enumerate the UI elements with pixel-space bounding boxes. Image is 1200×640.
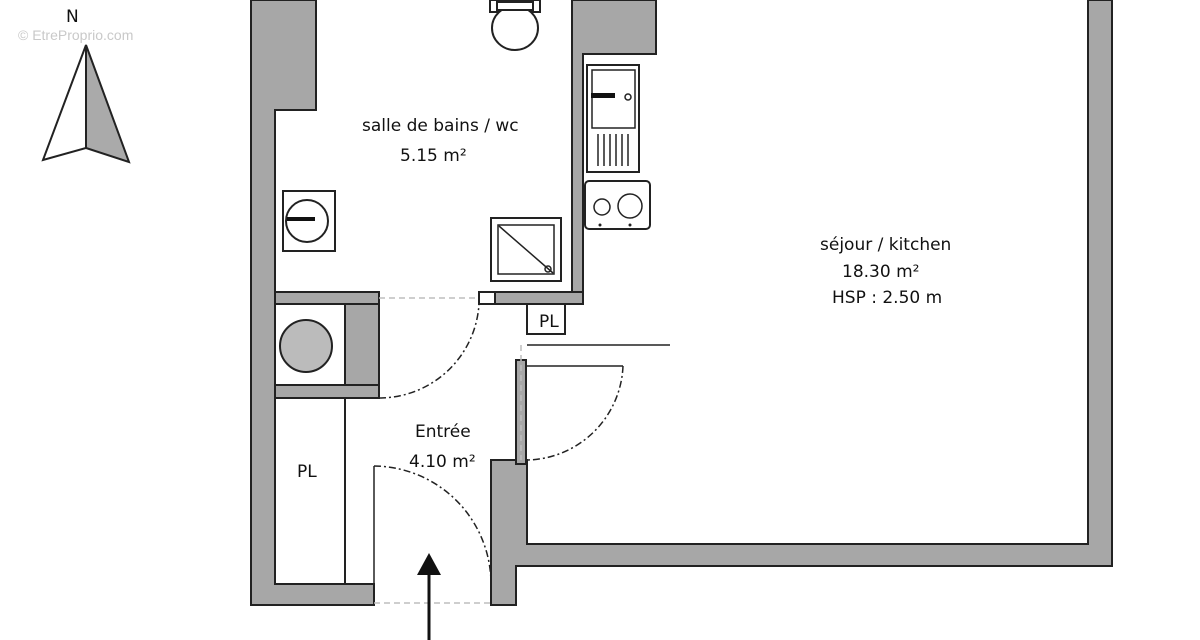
shower-tray-icon xyxy=(490,217,562,282)
bathroom-name-label: salle de bains / wc xyxy=(362,116,519,136)
entrance-door-swing xyxy=(373,465,492,585)
living-door-swing xyxy=(526,365,624,461)
right-exterior-wall xyxy=(490,0,1113,606)
entrance-arrow-icon xyxy=(417,553,441,640)
north-compass-icon xyxy=(41,44,131,164)
kitchen-sink-icon xyxy=(586,64,640,173)
washbasin-icon xyxy=(282,190,336,252)
entry-name-label: Entrée xyxy=(415,422,471,442)
closet-divider-wall xyxy=(274,384,380,399)
closet-small-label: PL xyxy=(539,312,559,332)
entry-left-partition xyxy=(344,303,380,399)
bathroom-door-swing xyxy=(378,303,480,399)
compass-north-label: N xyxy=(66,7,79,27)
watermark-text: © EtreProprio.com xyxy=(18,27,133,43)
bathroom-door-jamb xyxy=(478,291,496,305)
toilet-icon xyxy=(489,0,541,51)
closet-small xyxy=(526,303,566,335)
living-area-label: 18.30 m² xyxy=(842,262,919,282)
living-ceiling-height-label: HSP : 2.50 m xyxy=(832,288,942,308)
closet-large-label: PL xyxy=(297,462,317,482)
water-heater-icon xyxy=(274,303,346,386)
walls xyxy=(250,0,1113,606)
bathroom-bottom-wall-left xyxy=(274,291,380,305)
entry-area-label: 4.10 m² xyxy=(409,452,476,472)
closet-large xyxy=(274,397,346,585)
bathroom-area-label: 5.15 m² xyxy=(400,146,467,166)
living-name-label: séjour / kitchen xyxy=(820,235,951,255)
cooktop-icon xyxy=(584,180,651,230)
